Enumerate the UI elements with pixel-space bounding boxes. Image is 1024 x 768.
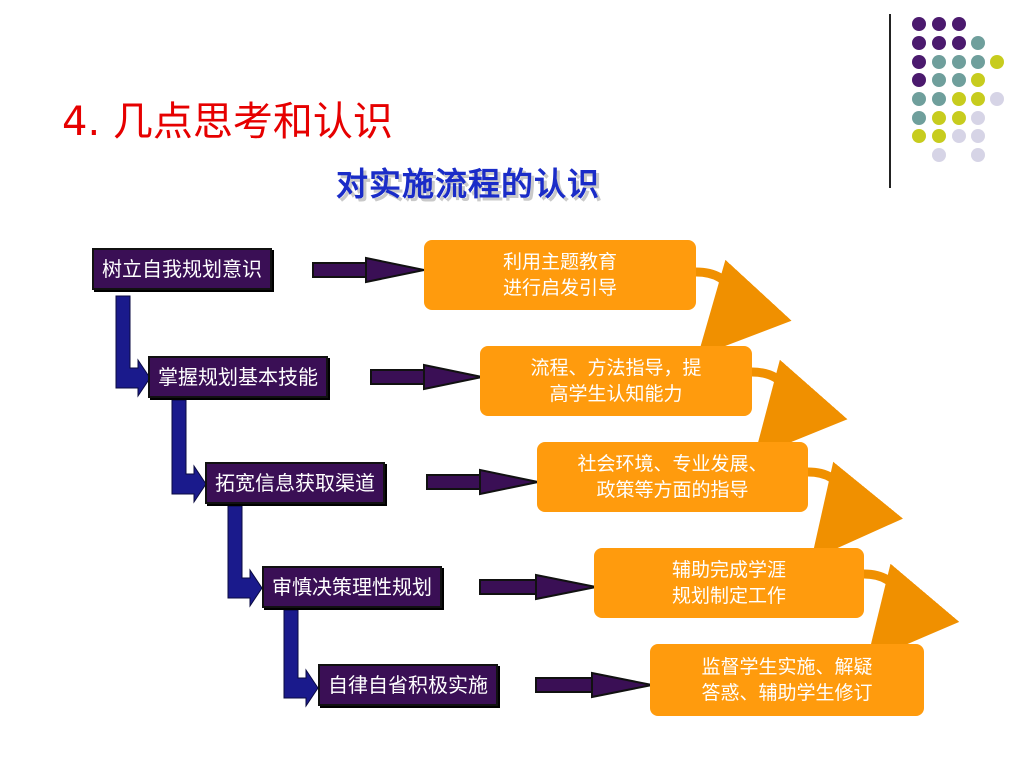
dot <box>952 17 966 31</box>
curved-arrow <box>691 259 792 357</box>
elbow-connector <box>227 505 263 608</box>
right-arrow <box>535 671 653 699</box>
dot <box>912 17 926 31</box>
result-line: 社会环境、专业发展、 <box>577 453 768 475</box>
dot <box>971 111 985 125</box>
dot <box>952 129 966 143</box>
result-box-4: 辅助完成学涯 规划制定工作 <box>594 548 864 618</box>
result-box-2: 流程、方法指导，提 高学生认知能力 <box>480 346 752 416</box>
dot <box>932 92 946 106</box>
dot <box>971 92 985 106</box>
dot <box>971 73 985 87</box>
step-box-3: 拓宽信息获取渠道 <box>205 462 385 504</box>
dot <box>952 111 966 125</box>
result-line: 流程、方法指导，提 <box>530 357 702 379</box>
right-arrow <box>426 468 539 496</box>
right-arrow <box>312 256 425 284</box>
dot <box>971 36 985 50</box>
curved-arrow <box>859 563 960 662</box>
dot <box>990 55 1004 69</box>
result-line: 答惑、辅助学生修订 <box>701 682 873 704</box>
step-box-4: 审慎决策理性规划 <box>262 566 442 608</box>
dot <box>932 111 946 125</box>
dot <box>912 55 926 69</box>
result-line: 高学生认知能力 <box>549 383 683 405</box>
dot <box>932 129 946 143</box>
dot <box>990 92 1004 106</box>
dot <box>952 73 966 87</box>
dot <box>912 92 926 106</box>
divider-line <box>889 14 891 188</box>
result-box-3: 社会环境、专业发展、 政策等方面的指导 <box>537 442 808 512</box>
dot <box>932 148 946 162</box>
dot <box>971 55 985 69</box>
result-box-5: 监督学生实施、解疑 答惑、辅助学生修订 <box>650 644 924 716</box>
slide-subtitle: 对实施流程的认识 <box>336 165 601 203</box>
dot <box>952 36 966 50</box>
elbow-connector <box>115 295 151 398</box>
dot <box>912 111 926 125</box>
dot <box>912 129 926 143</box>
decorative-dot-grid <box>912 17 1004 162</box>
dot <box>971 148 985 162</box>
result-line: 政策等方面的指导 <box>596 479 749 501</box>
curved-arrow <box>747 359 848 458</box>
result-line: 进行启发引导 <box>502 277 617 299</box>
elbow-connector <box>171 399 207 504</box>
right-arrow <box>370 363 483 391</box>
result-box-1: 利用主题教育 进行启发引导 <box>424 240 696 310</box>
step-box-1: 树立自我规划意识 <box>92 248 272 290</box>
dot <box>971 129 985 143</box>
right-arrow <box>479 573 597 601</box>
dot <box>932 17 946 31</box>
dot <box>912 73 926 87</box>
step-box-5: 自律自省积极实施 <box>318 664 498 706</box>
dot <box>952 92 966 106</box>
dot <box>932 55 946 69</box>
step-box-2: 掌握规划基本技能 <box>148 356 328 398</box>
dot <box>932 73 946 87</box>
result-line: 监督学生实施、解疑 <box>701 656 873 678</box>
result-line: 规划制定工作 <box>671 585 786 607</box>
result-line: 辅助完成学涯 <box>671 559 786 581</box>
dot <box>952 55 966 69</box>
result-line: 利用主题教育 <box>502 251 617 273</box>
dot <box>932 36 946 50</box>
elbow-connector <box>283 609 319 708</box>
slide-title: 4. 几点思考和认识 <box>62 99 393 145</box>
dot <box>912 36 926 50</box>
curved-arrow <box>803 461 903 560</box>
